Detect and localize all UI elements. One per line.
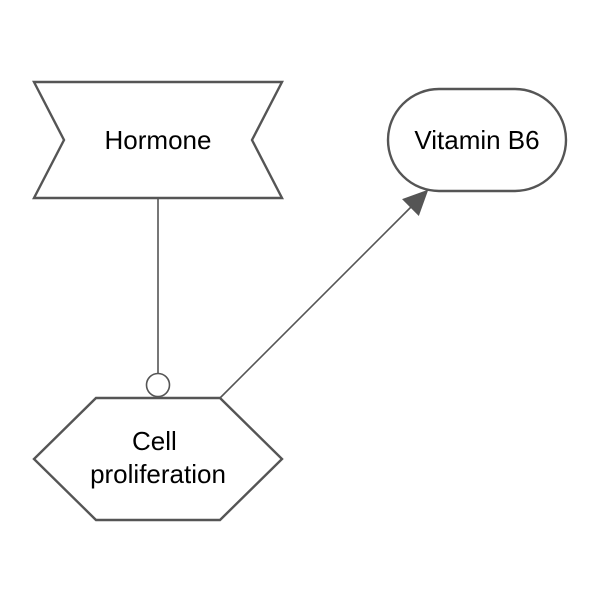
node-hormone[interactable]: Hormone	[32, 80, 284, 200]
edge-hormone-to-cell-proliferation	[145, 198, 171, 398]
node-hormone-label: Hormone	[105, 125, 212, 155]
node-cell-proliferation-label: Cell proliferation	[90, 426, 226, 489]
node-vitamin-b6-shape	[386, 87, 568, 193]
node-cell-proliferation[interactable]: Cell proliferation	[32, 396, 284, 522]
node-vitamin-b6-label: Vitamin B6	[414, 125, 539, 155]
edge-circle-end-marker	[145, 372, 171, 398]
edge-arrowhead	[402, 189, 429, 216]
node-cell-proliferation-label-line1: Cell	[132, 426, 177, 456]
node-cell-proliferation-shape	[32, 396, 284, 522]
edge-line-cell-proliferation-vitamin-b6	[219, 205, 413, 399]
node-cell-proliferation-label-line2: proliferation	[90, 459, 226, 489]
node-hormone-shape	[32, 80, 284, 200]
node-vitamin-b6[interactable]: Vitamin B6	[386, 87, 568, 193]
edge-cell-proliferation-to-vitamin-b6	[219, 189, 429, 399]
